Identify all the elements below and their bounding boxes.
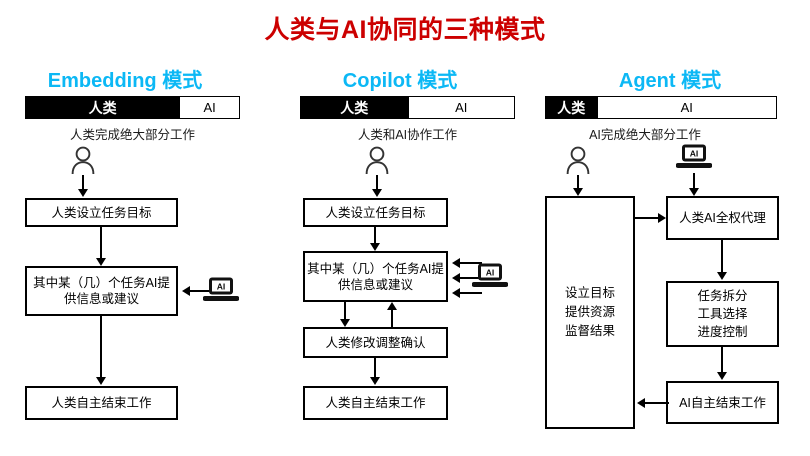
split-bar-ai-segment: AI <box>407 97 514 118</box>
step-box: 人类自主结束工作 <box>303 386 448 420</box>
connector-line <box>82 175 84 190</box>
step-box: 人类AI全权代理 <box>666 196 779 240</box>
caption-copilot: 人类和AI协作工作 <box>357 128 458 142</box>
human-responsibility-line: 监督结果 <box>564 324 615 338</box>
arrow-left-icon <box>452 288 460 298</box>
human-responsibility-line: 设立目标 <box>564 286 615 300</box>
svg-text:AI: AI <box>486 267 495 277</box>
human-responsibility-text: 设立目标 提供资源 监督结果 <box>565 284 615 341</box>
human-responsibility-line: 提供资源 <box>564 305 615 319</box>
step-box-line: 进度控制 <box>697 325 748 339</box>
person-icon <box>68 145 98 175</box>
arrow-left-icon <box>182 286 190 296</box>
split-bar-embedding: 人类 AI <box>25 96 240 119</box>
connector-line <box>460 277 482 279</box>
connector-line <box>460 262 482 264</box>
arrow-down-icon <box>340 319 350 327</box>
arrow-left-icon <box>452 258 460 268</box>
split-bar-human-segment: 人类 <box>546 97 597 118</box>
arrow-left-icon <box>452 273 460 283</box>
caption-embedding: 人类完成绝大部分工作 <box>69 128 195 142</box>
connector-line <box>721 347 723 373</box>
connector-line <box>577 175 579 189</box>
step-box: 任务拆分 工具选择 进度控制 <box>666 281 779 347</box>
svg-text:AI: AI <box>217 281 226 291</box>
split-bar-agent: 人类 AI <box>545 96 777 119</box>
step-box: 人类自主结束工作 <box>25 386 178 420</box>
split-bar-human-segment: 人类 <box>301 97 408 118</box>
step-box-line: 任务拆分 <box>697 289 748 303</box>
arrow-down-icon <box>96 377 106 385</box>
arrow-down-icon <box>96 258 106 266</box>
ai-laptop-icon: AI <box>675 143 713 173</box>
ai-laptop-icon: AI <box>471 262 509 292</box>
arrow-down-icon <box>717 372 727 380</box>
connector-line <box>344 302 346 320</box>
arrow-up-icon <box>387 302 397 310</box>
arrow-down-icon <box>370 377 380 385</box>
connector-line <box>635 217 659 219</box>
split-bar-ai-segment: AI <box>596 97 776 118</box>
page-title: 人类与AI协同的三种模式 <box>264 16 546 44</box>
ai-laptop-icon: AI <box>202 276 240 306</box>
person-icon <box>563 145 593 175</box>
split-bar-human-segment: 人类 <box>26 97 180 118</box>
human-responsibility-panel: 设立目标 提供资源 监督结果 <box>545 196 635 429</box>
connector-line <box>374 358 376 378</box>
step-box: 其中某（几）个任务AI提供信息或建议 <box>25 266 178 316</box>
connector-line <box>190 290 215 292</box>
column-heading-embedding: Embedding 模式 <box>47 70 203 92</box>
step-box: 人类设立任务目标 <box>25 198 178 227</box>
column-heading-copilot: Copilot 模式 <box>342 70 458 92</box>
connector-line <box>693 173 695 189</box>
step-box: 人类修改调整确认 <box>303 327 448 358</box>
arrow-down-icon <box>78 189 88 197</box>
step-box: 人类设立任务目标 <box>303 198 448 227</box>
arrow-left-icon <box>637 398 645 408</box>
connector-line <box>100 227 102 259</box>
split-bar-copilot: 人类 AI <box>300 96 515 119</box>
step-box-line: 工具选择 <box>697 307 748 321</box>
arrow-down-icon <box>689 188 699 196</box>
connector-line <box>645 402 669 404</box>
connector-line <box>721 240 723 273</box>
step-box-text: 任务拆分 工具选择 进度控制 <box>697 287 747 341</box>
arrow-down-icon <box>573 188 583 196</box>
column-heading-agent: Agent 模式 <box>618 70 722 92</box>
step-box: 其中某（几）个任务AI提供信息或建议 <box>303 251 448 302</box>
connector-line <box>376 175 378 190</box>
caption-agent: AI完成绝大部分工作 <box>589 128 701 142</box>
person-icon <box>362 145 392 175</box>
connector-line <box>374 227 376 244</box>
connector-line <box>100 316 102 378</box>
connector-line <box>391 310 393 328</box>
arrow-right-icon <box>658 213 666 223</box>
arrow-down-icon <box>372 189 382 197</box>
connector-line <box>460 292 482 294</box>
split-bar-ai-segment: AI <box>179 97 239 118</box>
svg-text:AI: AI <box>690 148 699 158</box>
arrow-down-icon <box>370 243 380 251</box>
arrow-down-icon <box>717 272 727 280</box>
step-box: AI自主结束工作 <box>666 381 779 424</box>
